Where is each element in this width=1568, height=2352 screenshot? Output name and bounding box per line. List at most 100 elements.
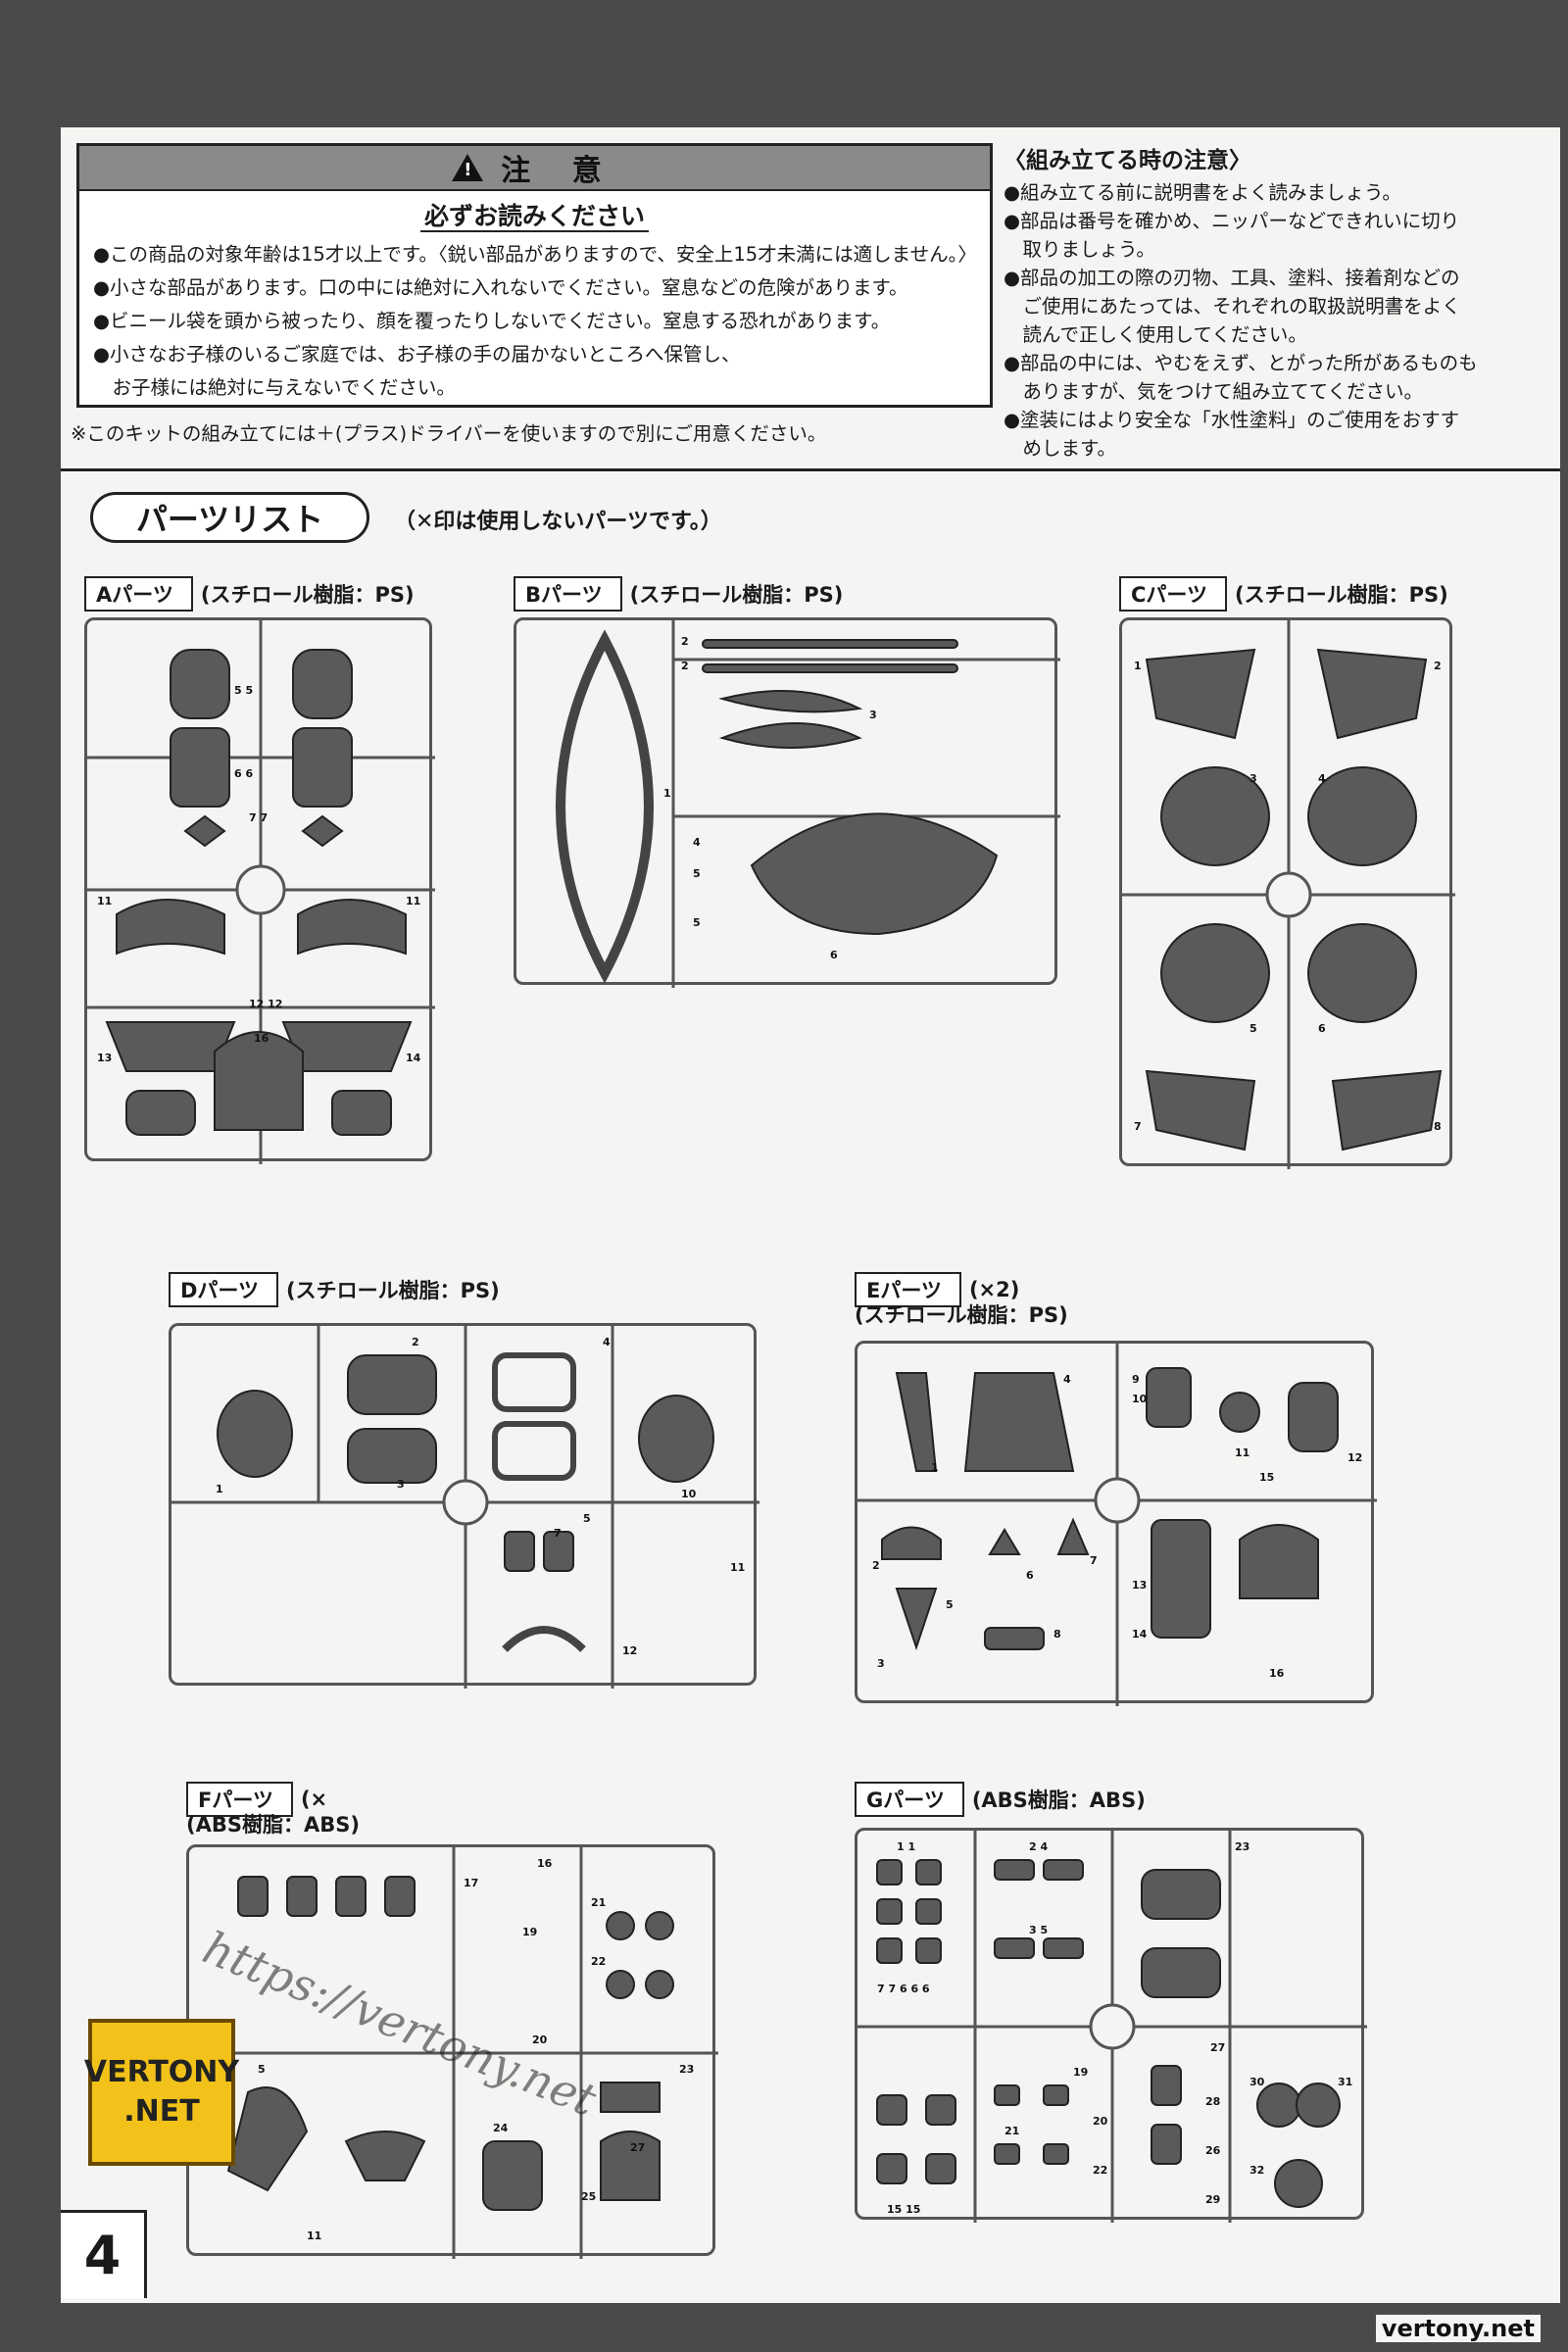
runner-c-label: Cパーツ (スチロール樹脂：PS) [1119, 576, 1448, 612]
assembly-line: ありますが、気をつけて組み立ててください。 [1004, 380, 1424, 403]
watermark-logo-line1: VERTONY [83, 2055, 240, 2089]
runner-e-spec2: (スチロール樹脂：PS) [855, 1303, 1068, 1327]
svg-text:1: 1 [931, 1461, 939, 1474]
runner-e-label: Eパーツ (×2) [855, 1272, 1019, 1307]
svg-text:14: 14 [1132, 1628, 1148, 1641]
caution-header: 注 意 [79, 146, 990, 191]
svg-text:27: 27 [1210, 2041, 1225, 2054]
svg-text:2: 2 [681, 635, 689, 648]
svg-text:1: 1 [216, 1483, 223, 1495]
svg-text:3: 3 [877, 1657, 885, 1670]
svg-text:14: 14 [406, 1052, 421, 1064]
svg-text:24: 24 [493, 2122, 509, 2134]
svg-text:7: 7 [1090, 1554, 1098, 1567]
svg-text:5: 5 [693, 916, 701, 929]
svg-text:15 15: 15 15 [887, 2203, 920, 2216]
svg-text:7: 7 [554, 1527, 562, 1540]
svg-text:5 5: 5 5 [234, 684, 253, 697]
parts-list-title: パーツリスト [90, 492, 369, 543]
svg-text:12 12: 12 12 [249, 998, 282, 1010]
svg-text:6 6: 6 6 [234, 767, 253, 780]
svg-text:13: 13 [97, 1052, 112, 1064]
svg-text:6: 6 [830, 949, 838, 961]
svg-text:11: 11 [97, 895, 112, 907]
assembly-notes: 〈組み立てる時の注意〉 ●組み立てる前に説明書をよく読みましょう。 ●部品は番号… [1004, 141, 1547, 463]
svg-text:20: 20 [1093, 2115, 1108, 2128]
svg-text:22: 22 [1093, 2164, 1107, 2177]
svg-text:5: 5 [1250, 1022, 1257, 1035]
svg-text:9: 9 [1132, 1373, 1140, 1386]
runner-b-label: Bパーツ (スチロール樹脂：PS) [514, 576, 843, 612]
svg-text:13: 13 [1132, 1579, 1147, 1592]
assembly-line: ●部品の加工の際の刃物、工具、塗料、接着剤などの [1004, 267, 1460, 289]
caution-line: ●小さなお子様のいるご家庭では、お子様の手の届かないところへ保管し、 [93, 343, 741, 366]
assembly-line: ●部品は番号を確かめ、ニッパーなどできれいに切り [1004, 210, 1460, 232]
svg-text:5: 5 [583, 1512, 591, 1525]
svg-text:4: 4 [1318, 772, 1326, 785]
svg-text:8: 8 [1054, 1628, 1061, 1641]
runner-a-label: Aパーツ (スチロール樹脂：PS) [84, 576, 415, 612]
assembly-line: めします。 [1004, 437, 1117, 460]
svg-text:25: 25 [581, 2190, 596, 2203]
svg-text:7 7: 7 7 [249, 811, 268, 824]
caution-title: 注 意 [501, 154, 617, 188]
runner-f-spec2: (ABS樹脂：ABS) [186, 1813, 360, 1837]
watermark-logo: VERTONY .NET [84, 2019, 239, 2166]
runner-spec: (×2) [968, 1278, 1020, 1301]
svg-text:3: 3 [869, 709, 877, 721]
runner-d-label: Dパーツ (スチロール樹脂：PS) [169, 1272, 500, 1307]
assembly-line: ●組み立てる前に説明書をよく読みましょう。 [1004, 181, 1401, 204]
svg-text:12: 12 [1348, 1451, 1362, 1464]
warning-icon [452, 154, 484, 181]
svg-text:20: 20 [532, 2034, 548, 2046]
svg-text:2: 2 [872, 1559, 880, 1572]
svg-text:4: 4 [693, 836, 701, 849]
svg-text:5: 5 [946, 1598, 954, 1611]
svg-text:19: 19 [522, 1926, 537, 1938]
caution-lines: ●この商品の対象年齢は15才以上です。〈鋭い部品がありますので、安全上15才未満… [79, 236, 990, 407]
watermark-logo-line2: .NET [123, 2094, 200, 2129]
runner-tag: Eパーツ [855, 1272, 961, 1307]
svg-text:30: 30 [1250, 2076, 1265, 2088]
assembly-title: 〈組み立てる時の注意〉 [1004, 148, 1251, 173]
svg-text:19: 19 [1073, 2066, 1088, 2079]
runner-spec: (スチロール樹脂：PS) [629, 583, 844, 607]
svg-text:12: 12 [622, 1644, 637, 1657]
parts-list-note: （✕印は使用しないパーツです。） [394, 510, 722, 534]
runner-tag: Dパーツ [169, 1272, 279, 1307]
svg-text:10: 10 [681, 1488, 697, 1500]
assembly-line: 読んで正しく使用してください。 [1004, 323, 1307, 346]
svg-text:16: 16 [537, 1857, 553, 1870]
runner-tag: Cパーツ [1119, 576, 1227, 612]
svg-text:23: 23 [679, 2063, 694, 2076]
svg-text:2: 2 [681, 660, 689, 672]
svg-text:21: 21 [591, 1896, 606, 1909]
runner-tag: Fパーツ [186, 1782, 293, 1817]
assembly-line: ご使用にあたっては、それぞれの取扱説明書をよく [1004, 295, 1461, 318]
driver-note: ※このキットの組み立てには＋(プラス)ドライバーを使いますので別にご用意ください… [71, 422, 827, 445]
runner-spec: (スチロール樹脂：PS) [200, 583, 415, 607]
svg-text:16: 16 [254, 1032, 270, 1045]
caution-box: 注 意 必ずお読みください ●この商品の対象年齢は15才以上です。〈鋭い部品があ… [76, 143, 993, 408]
svg-text:32: 32 [1250, 2164, 1264, 2177]
caution-line: ●この商品の対象年齢は15才以上です。〈鋭い部品がありますので、安全上15才未満… [93, 243, 977, 266]
assembly-line: 取りましょう。 [1004, 238, 1155, 261]
caution-line: ●ビニール袋を頭から被ったり、顔を覆ったりしないでください。窒息する恐れがありま… [93, 310, 891, 332]
runner-g-label: Gパーツ (ABS樹脂：ABS) [855, 1782, 1146, 1817]
runner-spec: (× [300, 1788, 328, 1811]
svg-text:5: 5 [258, 2063, 266, 2076]
svg-text:23: 23 [1235, 1840, 1250, 1853]
footer-url: vertony.net [1375, 2315, 1541, 2342]
svg-text:4: 4 [603, 1336, 611, 1348]
page-number: 4 [61, 2210, 147, 2298]
svg-text:4: 4 [1063, 1373, 1071, 1386]
runner-f-label: Fパーツ (× [186, 1782, 327, 1817]
